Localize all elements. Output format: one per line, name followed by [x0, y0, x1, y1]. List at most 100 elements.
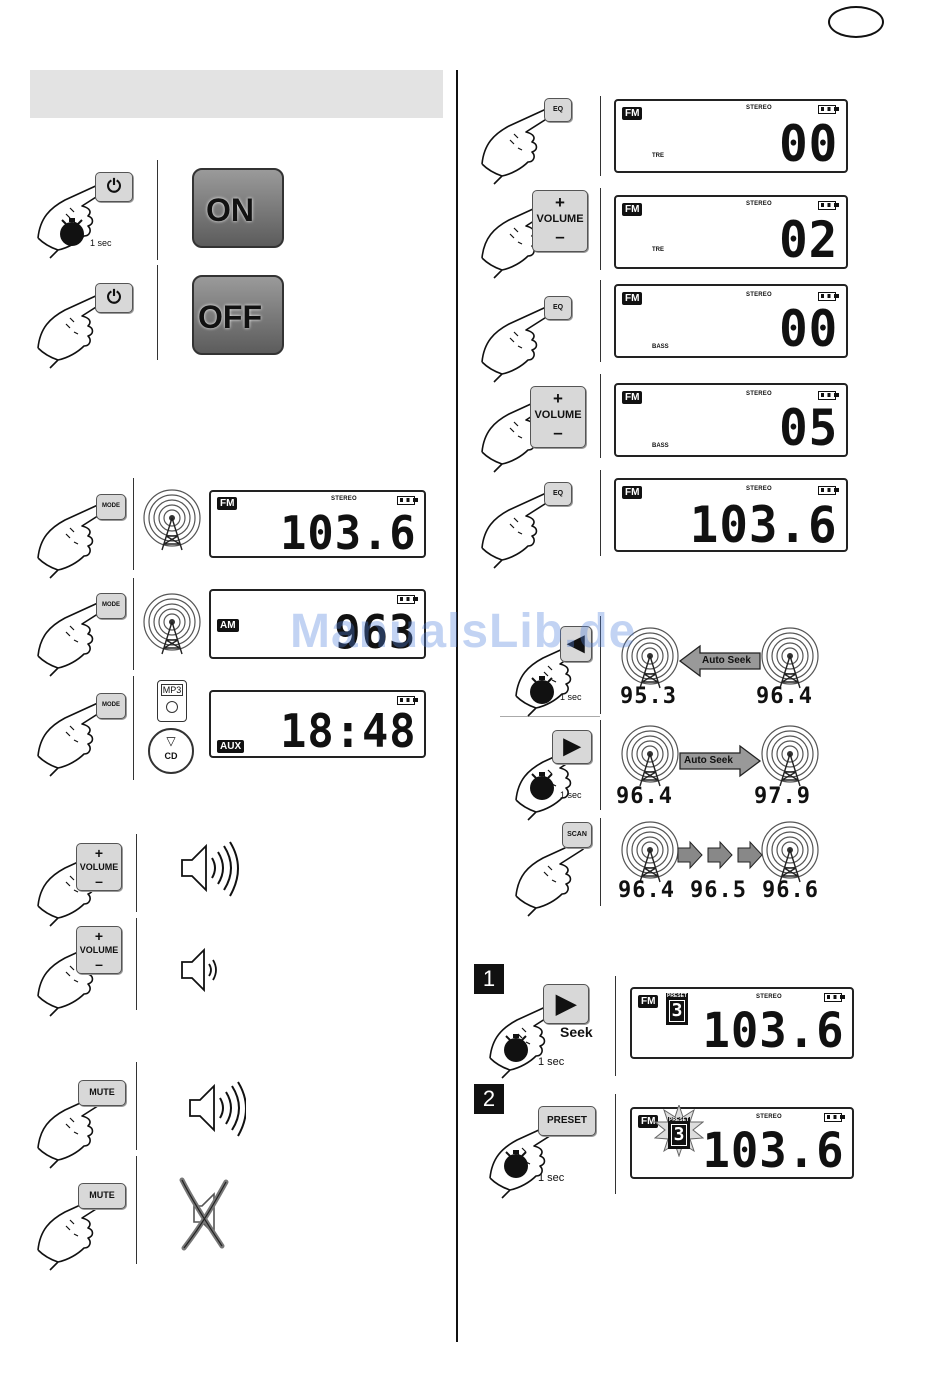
lcd-eq-treble-adjusted: FM STEREO TRE 02: [614, 195, 848, 269]
lcd-eq-bass: FM STEREO BASS 00: [614, 284, 848, 358]
auto-seek-label: Auto Seek: [702, 655, 751, 666]
lcd-preset-confirm: FM PRESET 3 STEREO 103.6: [630, 1105, 854, 1179]
plus-label: +: [555, 193, 565, 212]
battery-icon: [397, 696, 418, 705]
frequency-display: 963: [334, 605, 416, 659]
divider: [133, 478, 134, 570]
power-button[interactable]: ⏻: [95, 283, 133, 313]
divider: [136, 1062, 137, 1150]
minus-label: –: [95, 956, 103, 972]
battery-icon: [824, 993, 845, 1002]
minus-label: –: [555, 227, 565, 246]
scan-frequency-3: 96.6: [762, 878, 819, 903]
lcd-am: AM 963: [209, 589, 426, 659]
seek-down-button[interactable]: ◀: [560, 626, 592, 662]
mute-button[interactable]: MUTE: [78, 1080, 126, 1106]
stereo-indicator: STEREO: [756, 994, 782, 1000]
volume-up-button[interactable]: + VOLUME –: [532, 190, 588, 252]
eq-button[interactable]: EQ: [544, 296, 572, 320]
plus-label: +: [94, 845, 104, 861]
radio-tower-icon: [761, 725, 819, 787]
preset-tag: PRESET: [668, 1117, 689, 1123]
step-number-1: 1: [474, 964, 504, 994]
stereo-indicator: STEREO: [746, 391, 772, 397]
mp3-player-icon: MP3: [157, 680, 187, 722]
battery-icon: [824, 1113, 845, 1122]
mode-button[interactable]: MODE: [96, 693, 126, 719]
speaker-loud-icon: [181, 841, 239, 897]
timer-icon: [529, 676, 555, 705]
divider: [615, 1094, 616, 1194]
radio-tower-icon: [621, 725, 679, 787]
speaker-soft-icon: [181, 949, 217, 991]
hold-duration: 1 sec: [538, 1172, 565, 1184]
hand-icon: [515, 840, 586, 917]
eq-value-display: 02: [778, 211, 838, 269]
stereo-indicator: STEREO: [746, 105, 772, 111]
seek-from-frequency: 96.4: [616, 784, 673, 809]
cd-label: CD: [164, 751, 178, 761]
section-header-bar: [30, 70, 443, 118]
divider: [600, 96, 601, 176]
plus-label: +: [94, 928, 104, 944]
lcd-fm-restored: FM STEREO 103.6: [614, 478, 848, 552]
eq-button[interactable]: EQ: [544, 98, 572, 122]
radio-off-image: OFF: [192, 275, 284, 355]
seek-label: Seek: [560, 1024, 593, 1040]
battery-icon: [818, 201, 839, 210]
auto-seek-label: Auto Seek: [684, 755, 733, 766]
timer-icon: [59, 218, 85, 247]
hold-duration: 1 sec: [538, 1056, 565, 1068]
band-tag: AM: [217, 619, 239, 632]
mode-button[interactable]: MODE: [96, 593, 126, 619]
preset-number: 3: [669, 1000, 685, 1022]
divider: [600, 280, 601, 362]
preset-button[interactable]: PRESET: [538, 1106, 596, 1136]
divider: [136, 1156, 137, 1264]
radio-on-image: ON: [192, 168, 284, 248]
volume-up-button[interactable]: + VOLUME –: [76, 843, 122, 891]
battery-icon: [818, 486, 839, 495]
seek-to-frequency: 97.9: [754, 784, 811, 809]
seek-up-button[interactable]: ▶: [552, 730, 592, 764]
divider: [600, 720, 601, 810]
mode-button[interactable]: MODE: [96, 494, 126, 520]
eq-value-display: 05: [778, 399, 838, 457]
cd-icon: ▽ CD: [148, 728, 194, 774]
watermark: ManualsLib.de: [290, 605, 637, 658]
speaker-on-icon: [189, 1081, 246, 1137]
scan-button[interactable]: SCAN: [562, 822, 592, 848]
eq-mode-label: BASS: [652, 344, 669, 350]
eq-button[interactable]: EQ: [544, 482, 572, 506]
on-label: ON: [206, 192, 254, 228]
lcd-fm: FM STEREO 103.6: [209, 490, 426, 558]
mute-button[interactable]: MUTE: [78, 1183, 126, 1209]
eq-value-display: 00: [778, 300, 838, 358]
seek-from-frequency: 95.3: [620, 684, 677, 709]
volume-label: VOLUME: [79, 862, 119, 872]
battery-icon: [818, 292, 839, 301]
volume-up-button[interactable]: + VOLUME –: [530, 386, 586, 448]
row-separator: [500, 716, 600, 717]
divider: [600, 188, 601, 270]
seek-up-button[interactable]: ▶: [543, 984, 589, 1024]
lcd-preset-store: FM PRESET 3 STEREO 103.6: [630, 987, 854, 1059]
eq-mode-label: TRE: [652, 153, 664, 159]
frequency-display: 103.6: [279, 506, 416, 560]
battery-icon: [397, 595, 418, 604]
band-tag: FM: [622, 391, 643, 404]
speaker-muted-icon: [179, 1177, 229, 1251]
step-number-2: 2: [474, 1084, 504, 1114]
divider: [136, 834, 137, 912]
band-tag: FM: [638, 1115, 659, 1128]
band-tag: AUX: [217, 740, 245, 753]
divider: [600, 374, 601, 458]
preset-indicator: PRESET 3: [668, 1117, 690, 1149]
scan-arrows: [677, 840, 763, 870]
hold-duration: 1 sec: [560, 790, 582, 800]
radio-tower-icon: [143, 489, 201, 551]
stereo-indicator: STEREO: [756, 1114, 782, 1120]
power-button[interactable]: ⏻: [95, 172, 133, 202]
volume-label: VOLUME: [536, 213, 584, 225]
volume-down-button[interactable]: + VOLUME –: [76, 926, 122, 974]
